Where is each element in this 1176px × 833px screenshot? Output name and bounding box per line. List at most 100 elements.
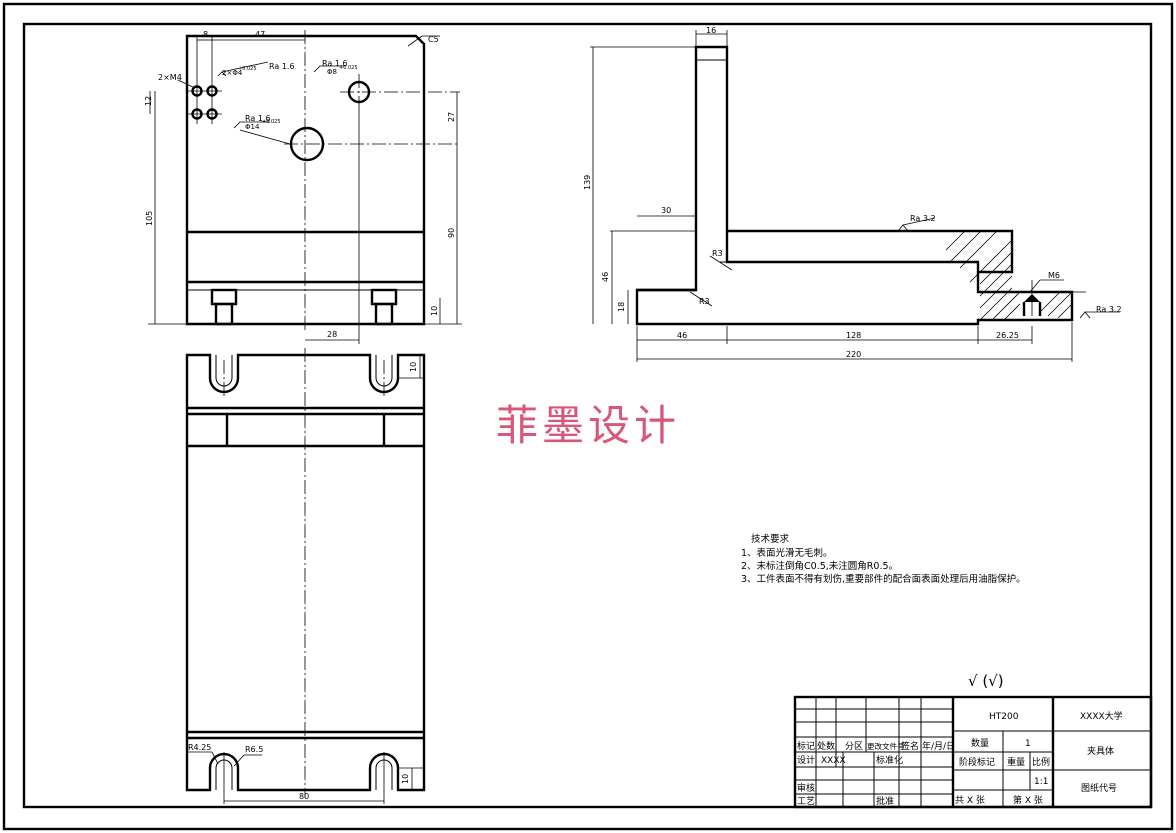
hatch-3 — [979, 263, 1013, 297]
dim-10a: 10 — [409, 362, 418, 372]
label-fit-b: Φ8 — [327, 68, 337, 76]
label-r65: R6.5 — [245, 745, 263, 754]
hatch-11 — [1039, 291, 1061, 313]
tb-qty-value: 1 — [1025, 739, 1031, 749]
dim-10b: 10 — [401, 774, 410, 784]
leader-r65-b — [233, 754, 245, 767]
ra32-mark-b — [1079, 311, 1091, 319]
side-view: 16 139 30 46 18 R3 R3 46 128 26.25 220 M… — [583, 26, 1122, 362]
tb-rev-date: 年/月/日 — [922, 740, 955, 752]
dim-105: 105 — [145, 211, 154, 226]
dim-27: 27 — [447, 112, 456, 122]
dim-16: 16 — [706, 26, 716, 35]
tb-rev-sign: 签名 — [901, 740, 919, 752]
dim-139: 139 — [583, 175, 592, 190]
tb-stage-label: 阶段标记 — [959, 756, 995, 768]
m6-leader-2 — [1029, 279, 1041, 293]
label-2xm4: 2×M4 — [158, 73, 182, 82]
label-r425: R4.25 — [188, 743, 211, 752]
label-fit-b-tol: +0.025 — [339, 65, 358, 71]
leader-r3b — [689, 291, 713, 307]
tech-note-2: 2、未标注倒角C0.5,未注圆角R0.5。 — [741, 560, 898, 572]
label-r3b: R3 — [699, 297, 710, 306]
dim-220: 220 — [846, 350, 861, 359]
watermark-text: 菲墨设计 — [496, 401, 680, 450]
label-r3a: R3 — [712, 249, 723, 258]
tech-notes: 技术要求 1、表面光滑无毛刺。 2、未标注倒角C0.5,未注圆角R0.5。 3、… — [741, 533, 1026, 585]
tb-rev-qty: 处数 — [817, 740, 835, 752]
leader-r425-b — [211, 751, 219, 765]
dim-47: 47 — [255, 30, 265, 39]
tb-scale-value: 1:1 — [1034, 777, 1048, 787]
title-block: 标记 处数 分区 更改文件号 签名 年/月/日 设计 XXXX 标准化 审核 工… — [793, 695, 1153, 809]
dim-28: 28 — [327, 330, 337, 339]
ra-leader-a — [221, 61, 269, 73]
dim-90: 90 — [447, 228, 456, 238]
tb-rev-zone: 分区 — [845, 741, 863, 752]
hatch-8 — [945, 230, 966, 251]
tb-material: HT200 — [989, 712, 1019, 722]
tb-drawing-no-label: 图纸代号 — [1081, 782, 1117, 794]
label-m6: M6 — [1048, 271, 1060, 280]
tb-process-label: 工艺 — [797, 796, 815, 807]
tb-approve-label: 批准 — [876, 795, 894, 807]
label-fit-c-tol: +0.025 — [262, 119, 281, 125]
hatch-9 — [991, 291, 1021, 321]
leader-phi14 — [239, 129, 291, 145]
dim-10: 10 — [430, 306, 439, 316]
label-fit-a: 2×Φ4 — [222, 69, 243, 77]
roughness-symbols: √ (√) — [968, 672, 1004, 690]
top-view: 10 10 R4.25 R6.5 80 — [185, 348, 426, 804]
tb-sheet-no: 第 X 张 — [1013, 794, 1043, 806]
label-ra32a: Ra 3.2 — [910, 214, 936, 223]
hatch-1 — [979, 287, 1013, 321]
side-top-edge — [727, 229, 1014, 274]
hatch-10 — [1003, 303, 1021, 321]
dim-80: 80 — [299, 792, 309, 801]
dim-2625: 26.25 — [996, 331, 1019, 340]
ra-leader-c — [233, 121, 270, 129]
tb-design-value: XXXX — [821, 756, 846, 766]
tb-school: XXXX大学 — [1080, 710, 1123, 722]
tb-check-label: 审核 — [797, 782, 815, 794]
hatch-5 — [969, 239, 1013, 283]
label-ra-b: Ra 1.6 — [322, 59, 348, 68]
pin-head-left — [210, 288, 238, 306]
tech-notes-title: 技术要求 — [751, 533, 790, 545]
label-ra-c: Ra 1.6 — [245, 114, 271, 123]
label-ra-a: Ra 1.6 — [269, 62, 295, 71]
front-outline — [185, 34, 426, 326]
tb-weight-label: 重量 — [1007, 756, 1025, 768]
tb-rev-doc: 更改文件号 — [867, 741, 905, 751]
hatch-13 — [1057, 303, 1073, 319]
tb-sheets-total: 共 X 张 — [955, 795, 985, 806]
leader-c5 — [407, 35, 423, 47]
dim-46: 46 — [601, 272, 610, 282]
hatch-2 — [979, 275, 1013, 309]
dim-12: 12 — [144, 96, 153, 106]
tb-design-label: 设计 — [797, 754, 815, 766]
leader-r3a — [709, 255, 733, 271]
ra32-leader-a — [902, 217, 936, 226]
hatch-6 — [959, 230, 998, 269]
label-fit-c: Φ14 — [245, 123, 260, 131]
ra-leader-b — [313, 65, 345, 73]
tb-part-name: 夹具体 — [1087, 745, 1114, 757]
front-view: 8 47 C5 2×M4 2×Φ4 +0.025 Ra 1.6 Ra 1.6 Φ… — [144, 30, 462, 344]
side-outline — [635, 45, 1074, 326]
tech-note-3: 3、工件表面不得有划伤,重要部件的配合面表面处理后用油脂保护。 — [741, 573, 1026, 585]
dim-8: 8 — [203, 30, 208, 39]
dim-c5: C5 — [428, 35, 439, 44]
tb-standard-label: 标准化 — [876, 754, 903, 766]
tech-note-1: 1、表面光滑无毛刺。 — [741, 547, 833, 559]
inner-border — [22, 22, 1153, 809]
leader-m4 — [177, 79, 196, 89]
dim-30: 30 — [661, 206, 671, 215]
label-fit-a-tol: +0.025 — [238, 66, 257, 72]
tb-qty-label: 数量 — [971, 737, 989, 749]
pin-head-right — [370, 288, 398, 306]
pin-body-left — [214, 302, 234, 326]
tb-rev-mark: 标记 — [797, 740, 815, 752]
